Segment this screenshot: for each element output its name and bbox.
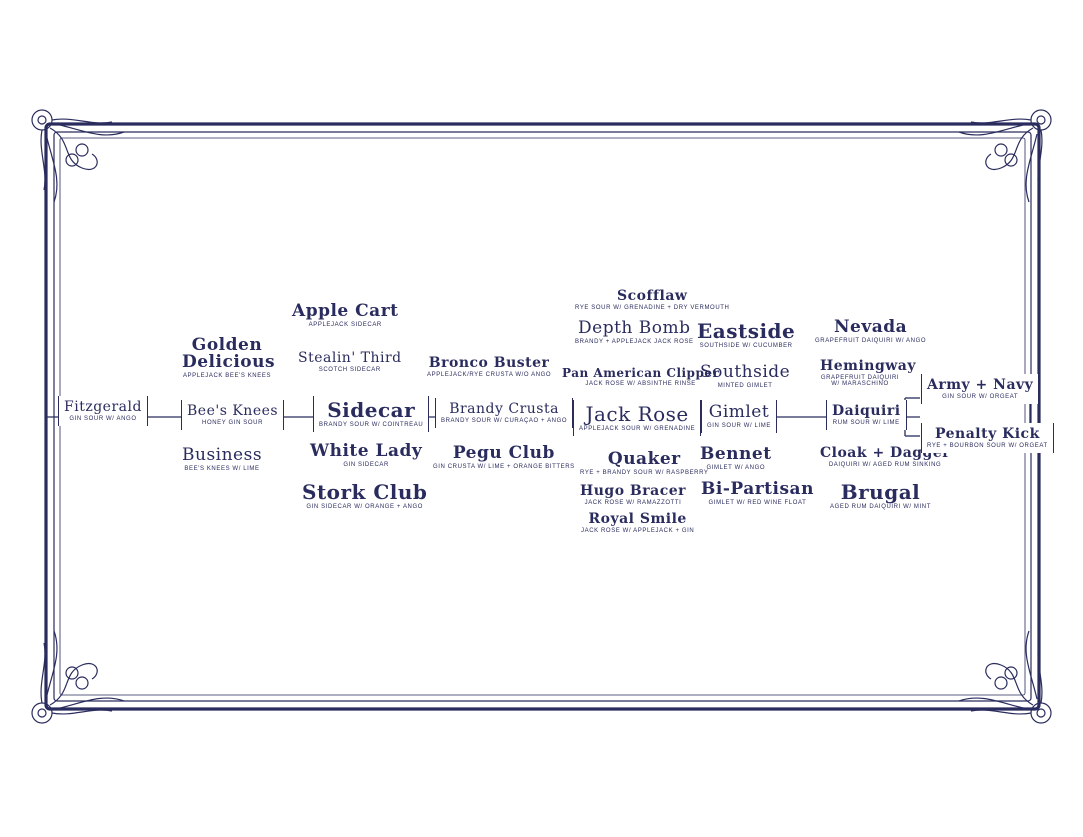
node-sidecar: Sidecar Brandy Sour w/ Cointreau [313,396,430,432]
node-subtitle: Gin Sour w/ Lime [707,423,771,429]
node-subtitle: Gin Sidecar [343,462,389,468]
node-title: Golden Delicious [182,335,276,372]
node-southside: Southside Minted Gimlet [700,362,791,390]
node-title: Bronco Buster [428,355,550,371]
node-subtitle: Gin Crusta w/ Lime + Orange Bitters [433,464,575,470]
node-subtitle: Minted Gimlet [717,383,773,389]
node-pan-american-clipper: Pan American Clipper Jack Rose w/ Absint… [562,367,719,387]
node-title: Brugal [840,480,921,504]
node-fitzgerald: Fitzgerald Gin Sour w/ Ango [58,396,148,426]
node-cloak-dagger: Cloak + Dagger Daiquiri w/ Aged Rum Sink… [820,446,950,468]
node-title: Business [182,445,263,465]
node-subtitle: Gin Sour w/ Orgeat [942,394,1019,400]
node-bi-partisan: Bi-Partisan Gimlet w/ Red Wine Float [701,479,814,507]
node-title: Scofflaw [617,288,688,304]
node-scofflaw: Scofflaw Rye Sour w/ Grenadine + Dry Ver… [575,289,729,311]
node-subtitle: Rye Sour w/ Grenadine + Dry Vermouth [575,305,730,311]
node-subtitle: Applejack Bee's Knees [182,373,272,379]
node-title: Bee's Knees [187,403,279,419]
node-title: Jack Rose [585,402,689,426]
node-subtitle: Gin Sour w/ Ango [69,416,137,422]
node-title: Royal Smile [588,511,687,527]
node-brandy-crusta: Brandy Crusta Brandy Sour w/ Curaçao + A… [435,398,574,428]
node-title: Hugo Bracer [580,483,686,499]
node-bennet: Bennet Gimlet w/ Ango [700,444,772,472]
node-brugal: Brugal Aged Rum Daiquiri w/ Mint [830,482,931,510]
node-subtitle: Gin Sidecar w/ Orange + Ango [306,504,424,510]
node-apple-cart: Apple Cart Applejack Sidecar [292,301,399,329]
node-title: Bi-Partisan [701,479,814,499]
node-army-navy: Army + Navy Gin Sour w/ Orgeat [921,374,1040,404]
node-title: Depth Bomb [578,318,691,338]
node-subtitle: Brandy + Applejack Jack Rose [575,339,694,345]
node-title: Daiquiri [832,403,901,419]
node-subtitle: Daiquiri w/ Aged Rum Sinking [828,462,942,468]
node-title: Stork Club [302,480,428,504]
node-daiquiri: Daiquiri Rum Sour w/ Lime [826,400,907,430]
node-royal-smile: Royal Smile Jack Rose w/ Applejack + Gin [581,512,694,534]
node-subtitle: Gimlet w/ Red Wine Float [708,500,807,506]
node-subtitle: Gimlet w/ Ango [706,465,766,471]
node-subtitle: Scotch Sidecar [318,367,381,373]
node-gimlet: Gimlet Gin Sour w/ Lime [701,400,777,433]
node-title: Pegu Club [452,443,555,463]
node-subtitle: Applejack Sour w/ Grenadine [579,426,696,432]
node-penalty-kick: Penalty Kick Rye + Bourbon Sour w/ Orgea… [921,423,1054,453]
node-golden-delicious: Golden Delicious Applejack Bee's Knees [182,335,276,380]
node-bees-knees: Bee's Knees Honey Gin Sour [181,400,285,430]
node-nevada: Nevada Grapefruit Daiquiri w/ Ango [815,317,927,345]
node-subtitle: Rye + Brandy Sour w/ Raspberry [580,470,709,476]
node-subtitle: Honey Gin Sour [202,420,264,426]
node-title: Penalty Kick [934,426,1040,442]
node-quaker: Quaker Rye + Brandy Sour w/ Raspberry [580,449,709,477]
node-title: Southside [700,362,791,382]
node-eastside: Eastside Southside w/ Cucumber [697,321,795,349]
node-subtitle: Jack Rose w/ Absinthe Rinse [585,381,696,387]
node-title: Army + Navy [927,377,1034,393]
node-subtitle: Bee's Knees w/ Lime [184,466,260,472]
node-title: Sidecar [327,398,416,422]
node-title: Brandy Crusta [449,401,559,417]
node-subtitle: Aged Rum Daiquiri w/ Mint [830,504,931,510]
node-subtitle: Rye + Bourbon Sour w/ Orgeat [927,443,1048,449]
node-title: Eastside [697,319,796,343]
node-title: Quaker [607,449,681,469]
node-title: Stealin' Third [298,350,402,366]
node-title: Bennet [700,444,772,464]
node-subtitle: Rum Sour w/ Lime [832,420,900,426]
node-title: Gimlet [708,402,770,422]
node-subtitle: Jack Rose w/ Applejack + Gin [581,528,695,534]
corner-ornament-icon [31,109,1052,724]
node-white-lady: White Lady Gin Sidecar [310,441,423,469]
node-depth-bomb: Depth Bomb Brandy + Applejack Jack Rose [575,318,694,346]
node-business: Business Bee's Knees w/ Lime [182,445,263,473]
node-title: Fitzgerald [64,399,142,415]
node-subtitle: Southside w/ Cucumber [699,343,793,349]
node-subtitle: Grapefruit Daiquiri w/ Ango [815,338,927,344]
node-hugo-bracer: Hugo Bracer Jack Rose w/ Ramazzotti [580,484,686,506]
node-subtitle: Brandy Sour w/ Cointreau [319,422,424,428]
node-title: Hemingway [820,358,916,374]
node-title: Pan American Clipper [562,366,720,380]
node-stork-club: Stork Club Gin Sidecar w/ Orange + Ango [302,482,427,510]
node-subtitle: Applejack/Rye Crusta w/o Ango [427,372,552,378]
node-bronco-buster: Bronco Buster Applejack/Rye Crusta w/o A… [427,356,551,378]
node-subtitle: Grapefruit Daiquiri w/ Maraschino [820,375,900,387]
node-pegu-club: Pegu Club Gin Crusta w/ Lime + Orange Bi… [433,443,575,471]
node-subtitle: Jack Rose w/ Ramazzotti [584,500,682,506]
node-title: White Lady [310,441,423,461]
node-title: Nevada [833,317,908,337]
node-hemingway: Hemingway Grapefruit Daiquiri w/ Marasch… [820,358,916,387]
node-subtitle: Applejack Sidecar [308,322,382,328]
node-title: Cloak + Dagger [820,445,951,461]
node-stealin-third: Stealin' Third Scotch Sidecar [298,351,402,373]
node-jack-rose: Jack Rose Applejack Sour w/ Grenadine [573,400,702,436]
node-title: Apple Cart [292,301,399,321]
node-subtitle: Brandy Sour w/ Curaçao + Ango [441,418,568,424]
